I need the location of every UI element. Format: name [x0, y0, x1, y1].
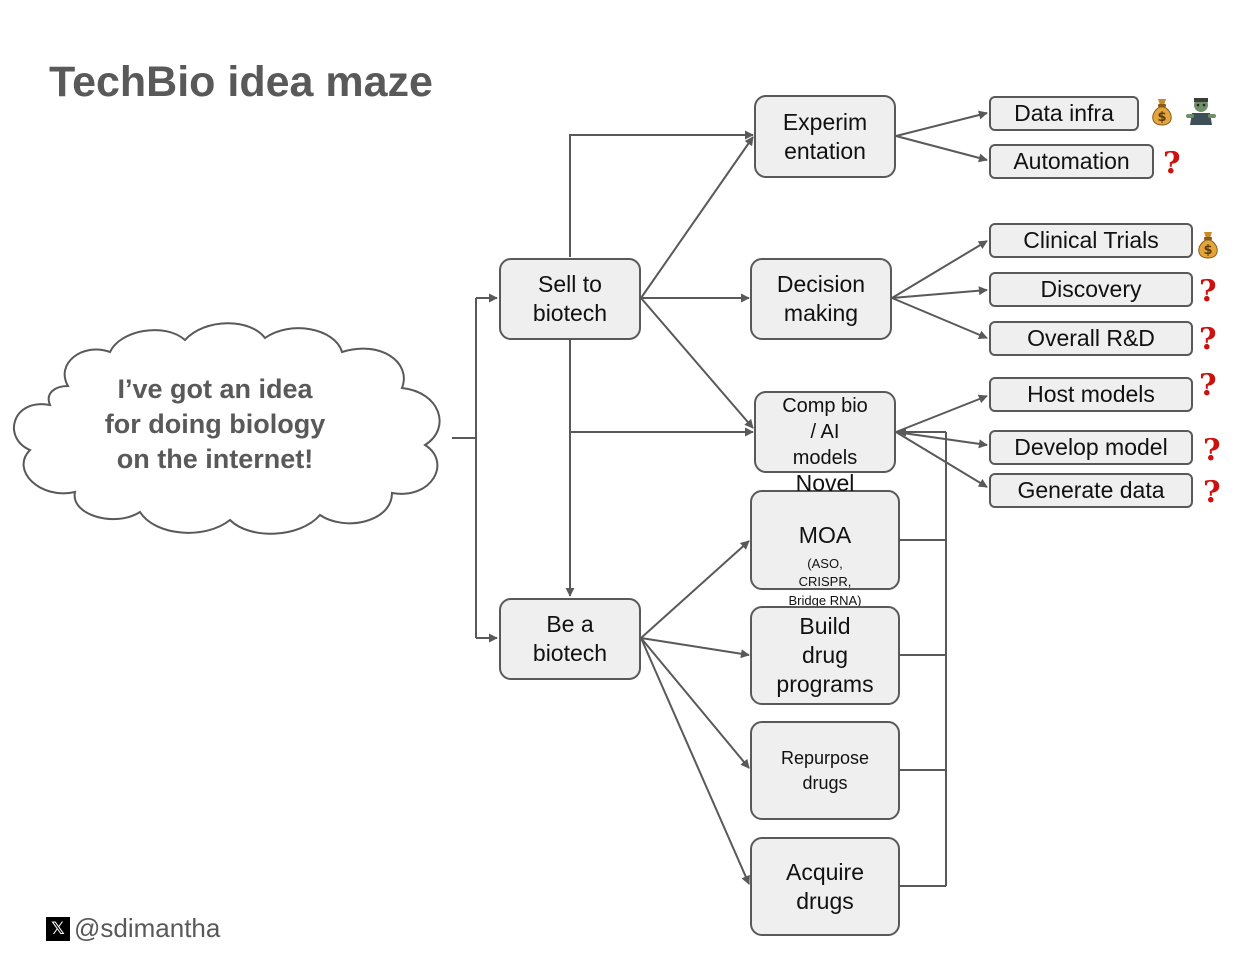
zombie-icon — [1186, 98, 1216, 125]
arrow-be-repurpose — [640, 637, 750, 769]
question-mark-discovery: ? — [1199, 274, 1217, 309]
novel-moa-label-line3: Bridge RNA) — [788, 593, 862, 609]
leaf-automation[interactable]: Automation — [989, 144, 1154, 179]
x-logo-icon: 𝕏 — [46, 916, 70, 941]
node-novel-moa[interactable]: Novel MOA (ASO, CRISPR, Bridge RNA) — [750, 470, 900, 608]
node-decision-making[interactable]: Decision making — [750, 258, 892, 340]
svg-text:$: $ — [1203, 243, 1212, 258]
author-credit: 𝕏 @sdimantha — [46, 913, 220, 944]
arrow-exp-automation — [895, 135, 988, 163]
novel-moa-label-sub: (ASO, — [807, 556, 843, 572]
leaf-discovery[interactable]: Discovery — [989, 272, 1193, 307]
arrow-sell-experimentation — [640, 136, 754, 299]
novel-moa-label-main: MOA — [798, 521, 852, 548]
idea-cloud — [13, 322, 441, 535]
leaf-generate-data[interactable]: Generate data — [989, 473, 1193, 508]
node-build-drug-programs[interactable]: Build drug programs — [750, 606, 900, 705]
node-repurpose-drugs[interactable]: Repurpose drugs — [750, 721, 900, 820]
arrow-comp-generate — [895, 431, 988, 488]
leaf-develop-model[interactable]: Develop model — [989, 430, 1193, 465]
question-mark-generate-data: ? — [1203, 475, 1221, 510]
arrow-be-moa — [640, 540, 750, 639]
arrow-dec-overall — [891, 297, 988, 340]
question-mark-develop-model: ? — [1203, 433, 1221, 468]
node-comp-bio-ai-models[interactable]: Comp bio / AI models — [754, 391, 896, 473]
leaf-clinical-trials[interactable]: Clinical Trials — [989, 223, 1193, 258]
node-sell-to-biotech[interactable]: Sell to biotech — [499, 258, 641, 340]
arrow-dec-discovery — [891, 286, 988, 299]
arrow-be-build — [640, 637, 750, 659]
novel-moa-label-line2: CRISPR, — [798, 574, 852, 590]
arrow-comp-develop — [895, 431, 988, 449]
money-bag-icon: $ — [1152, 99, 1172, 126]
question-mark-overall-rd: ? — [1199, 322, 1217, 357]
idea-text: I’ve got an idea for doing biology on th… — [104, 374, 326, 475]
arrow-dec-clinical — [891, 240, 988, 299]
question-mark-automation: ? — [1163, 146, 1181, 181]
arrow-sell-experimentation-elbow — [569, 130, 754, 257]
connectors — [452, 110, 988, 887]
arrow-comp-host — [895, 394, 988, 433]
arrow-exp-datainfra — [895, 110, 988, 137]
node-be-a-biotech[interactable]: Be a biotech — [499, 598, 641, 680]
novel-moa-label-line1: Novel — [795, 469, 855, 496]
svg-text:$: $ — [1157, 110, 1166, 125]
leaf-overall-rd[interactable]: Overall R&D — [989, 321, 1193, 356]
question-mark-host-models: ? — [1199, 368, 1217, 403]
node-acquire-drugs[interactable]: Acquire drugs — [750, 837, 900, 936]
page-title: TechBio idea maze — [49, 58, 433, 106]
money-bag-icon: $ — [1198, 232, 1218, 259]
leaf-host-models[interactable]: Host models — [989, 377, 1193, 412]
arrow-sell-compbio — [640, 297, 754, 429]
author-handle[interactable]: @sdimantha — [74, 913, 221, 943]
arrow-be-acquire — [640, 637, 750, 885]
leaf-data-infra[interactable]: Data infra — [989, 96, 1139, 131]
node-experimentation[interactable]: Experim entation — [754, 95, 896, 178]
